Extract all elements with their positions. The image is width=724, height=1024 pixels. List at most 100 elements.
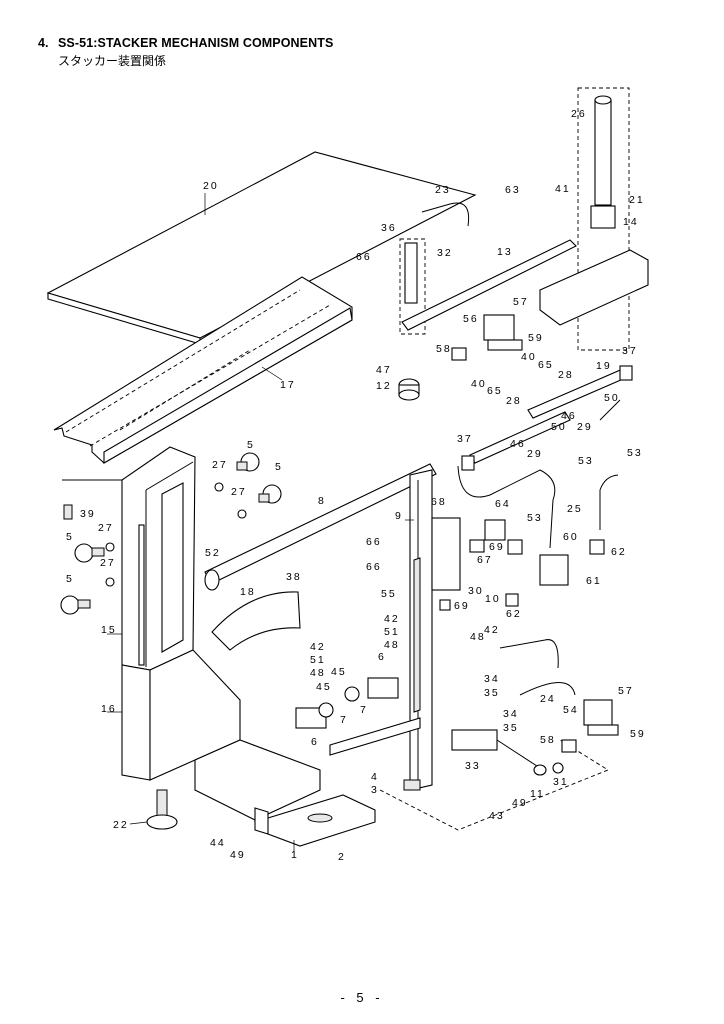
- callout-15: 15: [101, 624, 117, 636]
- part-table-channel: [53, 276, 353, 464]
- callout-31: 31: [553, 776, 569, 788]
- callout-61: 61: [586, 575, 602, 587]
- callout-7: 7: [360, 704, 368, 716]
- callout-67: 67: [477, 554, 493, 566]
- part-bearing-blocks: [295, 677, 399, 729]
- callout-32: 32: [437, 247, 453, 259]
- callout-66: 66: [366, 536, 382, 548]
- callout-62: 62: [611, 546, 627, 558]
- part-base-bracket: [253, 794, 376, 853]
- callout-64: 64: [495, 498, 511, 510]
- callout-62: 62: [506, 608, 522, 620]
- callout-3: 3: [371, 784, 379, 796]
- callout-69: 69: [489, 541, 505, 553]
- callout-14: 14: [623, 216, 639, 228]
- callout-44: 44: [210, 837, 226, 849]
- section-number: 4.: [38, 36, 49, 50]
- callout-45: 45: [316, 681, 332, 693]
- callout-65: 65: [487, 385, 503, 397]
- callout-2: 2: [338, 851, 346, 863]
- part-leveling-foot: [129, 789, 178, 830]
- callout-5: 5: [247, 439, 255, 451]
- callout-12: 12: [376, 380, 392, 392]
- callout-47: 47: [376, 364, 392, 376]
- callout-58: 58: [540, 734, 556, 746]
- callout-36: 36: [381, 222, 397, 234]
- part-bracket-and-fittings: [431, 517, 605, 611]
- callout-30: 30: [468, 585, 484, 597]
- part-vertical-shaft: [539, 95, 649, 326]
- callout-66: 66: [356, 251, 372, 263]
- callout-6: 6: [378, 651, 386, 663]
- callout-42: 42: [384, 613, 400, 625]
- callout-46: 46: [561, 410, 577, 422]
- pneumatic-tubing: [421, 202, 621, 696]
- callout-9: 9: [395, 510, 403, 522]
- callout-56: 56: [463, 313, 479, 325]
- callout-1: 1: [291, 849, 299, 861]
- callout-33: 33: [465, 760, 481, 772]
- part-solenoid-valves: [451, 314, 619, 753]
- callout-10: 10: [485, 593, 501, 605]
- callout-49: 49: [230, 849, 246, 861]
- callout-55: 55: [381, 588, 397, 600]
- callout-27: 27: [100, 557, 116, 569]
- part-stand-frame: [62, 446, 321, 821]
- callout-27: 27: [212, 459, 228, 471]
- callout-42: 42: [484, 624, 500, 636]
- callout-5: 5: [66, 531, 74, 543]
- callout-28: 28: [506, 395, 522, 407]
- callout-34: 34: [484, 673, 500, 685]
- callout-41: 41: [555, 183, 571, 195]
- callout-42: 42: [310, 641, 326, 653]
- callout-66: 66: [366, 561, 382, 573]
- callout-43: 43: [489, 810, 505, 822]
- callout-20: 20: [203, 180, 219, 192]
- callout-26: 26: [571, 108, 587, 120]
- callout-57: 57: [618, 685, 634, 697]
- callout-48: 48: [470, 631, 486, 643]
- callout-19: 19: [596, 360, 612, 372]
- section-heading: 4. SS-51:STACKER MECHANISM COMPONENTS: [38, 36, 333, 50]
- callout-58: 58: [436, 343, 452, 355]
- callout-35: 35: [484, 687, 500, 699]
- callout-51: 51: [310, 654, 326, 666]
- callout-8: 8: [318, 495, 326, 507]
- callout-21: 21: [629, 194, 645, 206]
- callout-48: 48: [384, 639, 400, 651]
- callout-6: 6: [311, 736, 319, 748]
- callout-59: 59: [528, 332, 544, 344]
- callout-49: 49: [512, 797, 528, 809]
- callout-24: 24: [540, 693, 556, 705]
- callout-34: 34: [503, 708, 519, 720]
- callout-38: 38: [286, 571, 302, 583]
- callout-53: 53: [627, 447, 643, 459]
- callout-25: 25: [567, 503, 583, 515]
- section-title: SS-51:STACKER MECHANISM COMPONENTS: [58, 36, 334, 50]
- callout-45: 45: [331, 666, 347, 678]
- callout-28: 28: [558, 369, 574, 381]
- callout-40: 40: [471, 378, 487, 390]
- callout-4: 4: [371, 771, 379, 783]
- part-cylinder-and-bar: [398, 239, 577, 401]
- callout-52: 52: [205, 547, 221, 559]
- callout-57: 57: [513, 296, 529, 308]
- callout-40: 40: [521, 351, 537, 363]
- callout-68: 68: [431, 496, 447, 508]
- callout-51: 51: [384, 626, 400, 638]
- page-number: - 5 -: [340, 990, 384, 1005]
- callout-5: 5: [275, 461, 283, 473]
- callout-22: 22: [113, 819, 129, 831]
- callout-65: 65: [538, 359, 554, 371]
- callout-35: 35: [503, 722, 519, 734]
- part-cover-sheet: [46, 151, 477, 345]
- callout-69: 69: [454, 600, 470, 612]
- callout-17: 17: [280, 379, 296, 391]
- part-knobs: [60, 452, 282, 615]
- section-subtitle-japanese: スタッカー装置関係: [58, 54, 167, 68]
- callout-16: 16: [101, 703, 117, 715]
- callout-60: 60: [563, 531, 579, 543]
- callout-29: 29: [527, 448, 543, 460]
